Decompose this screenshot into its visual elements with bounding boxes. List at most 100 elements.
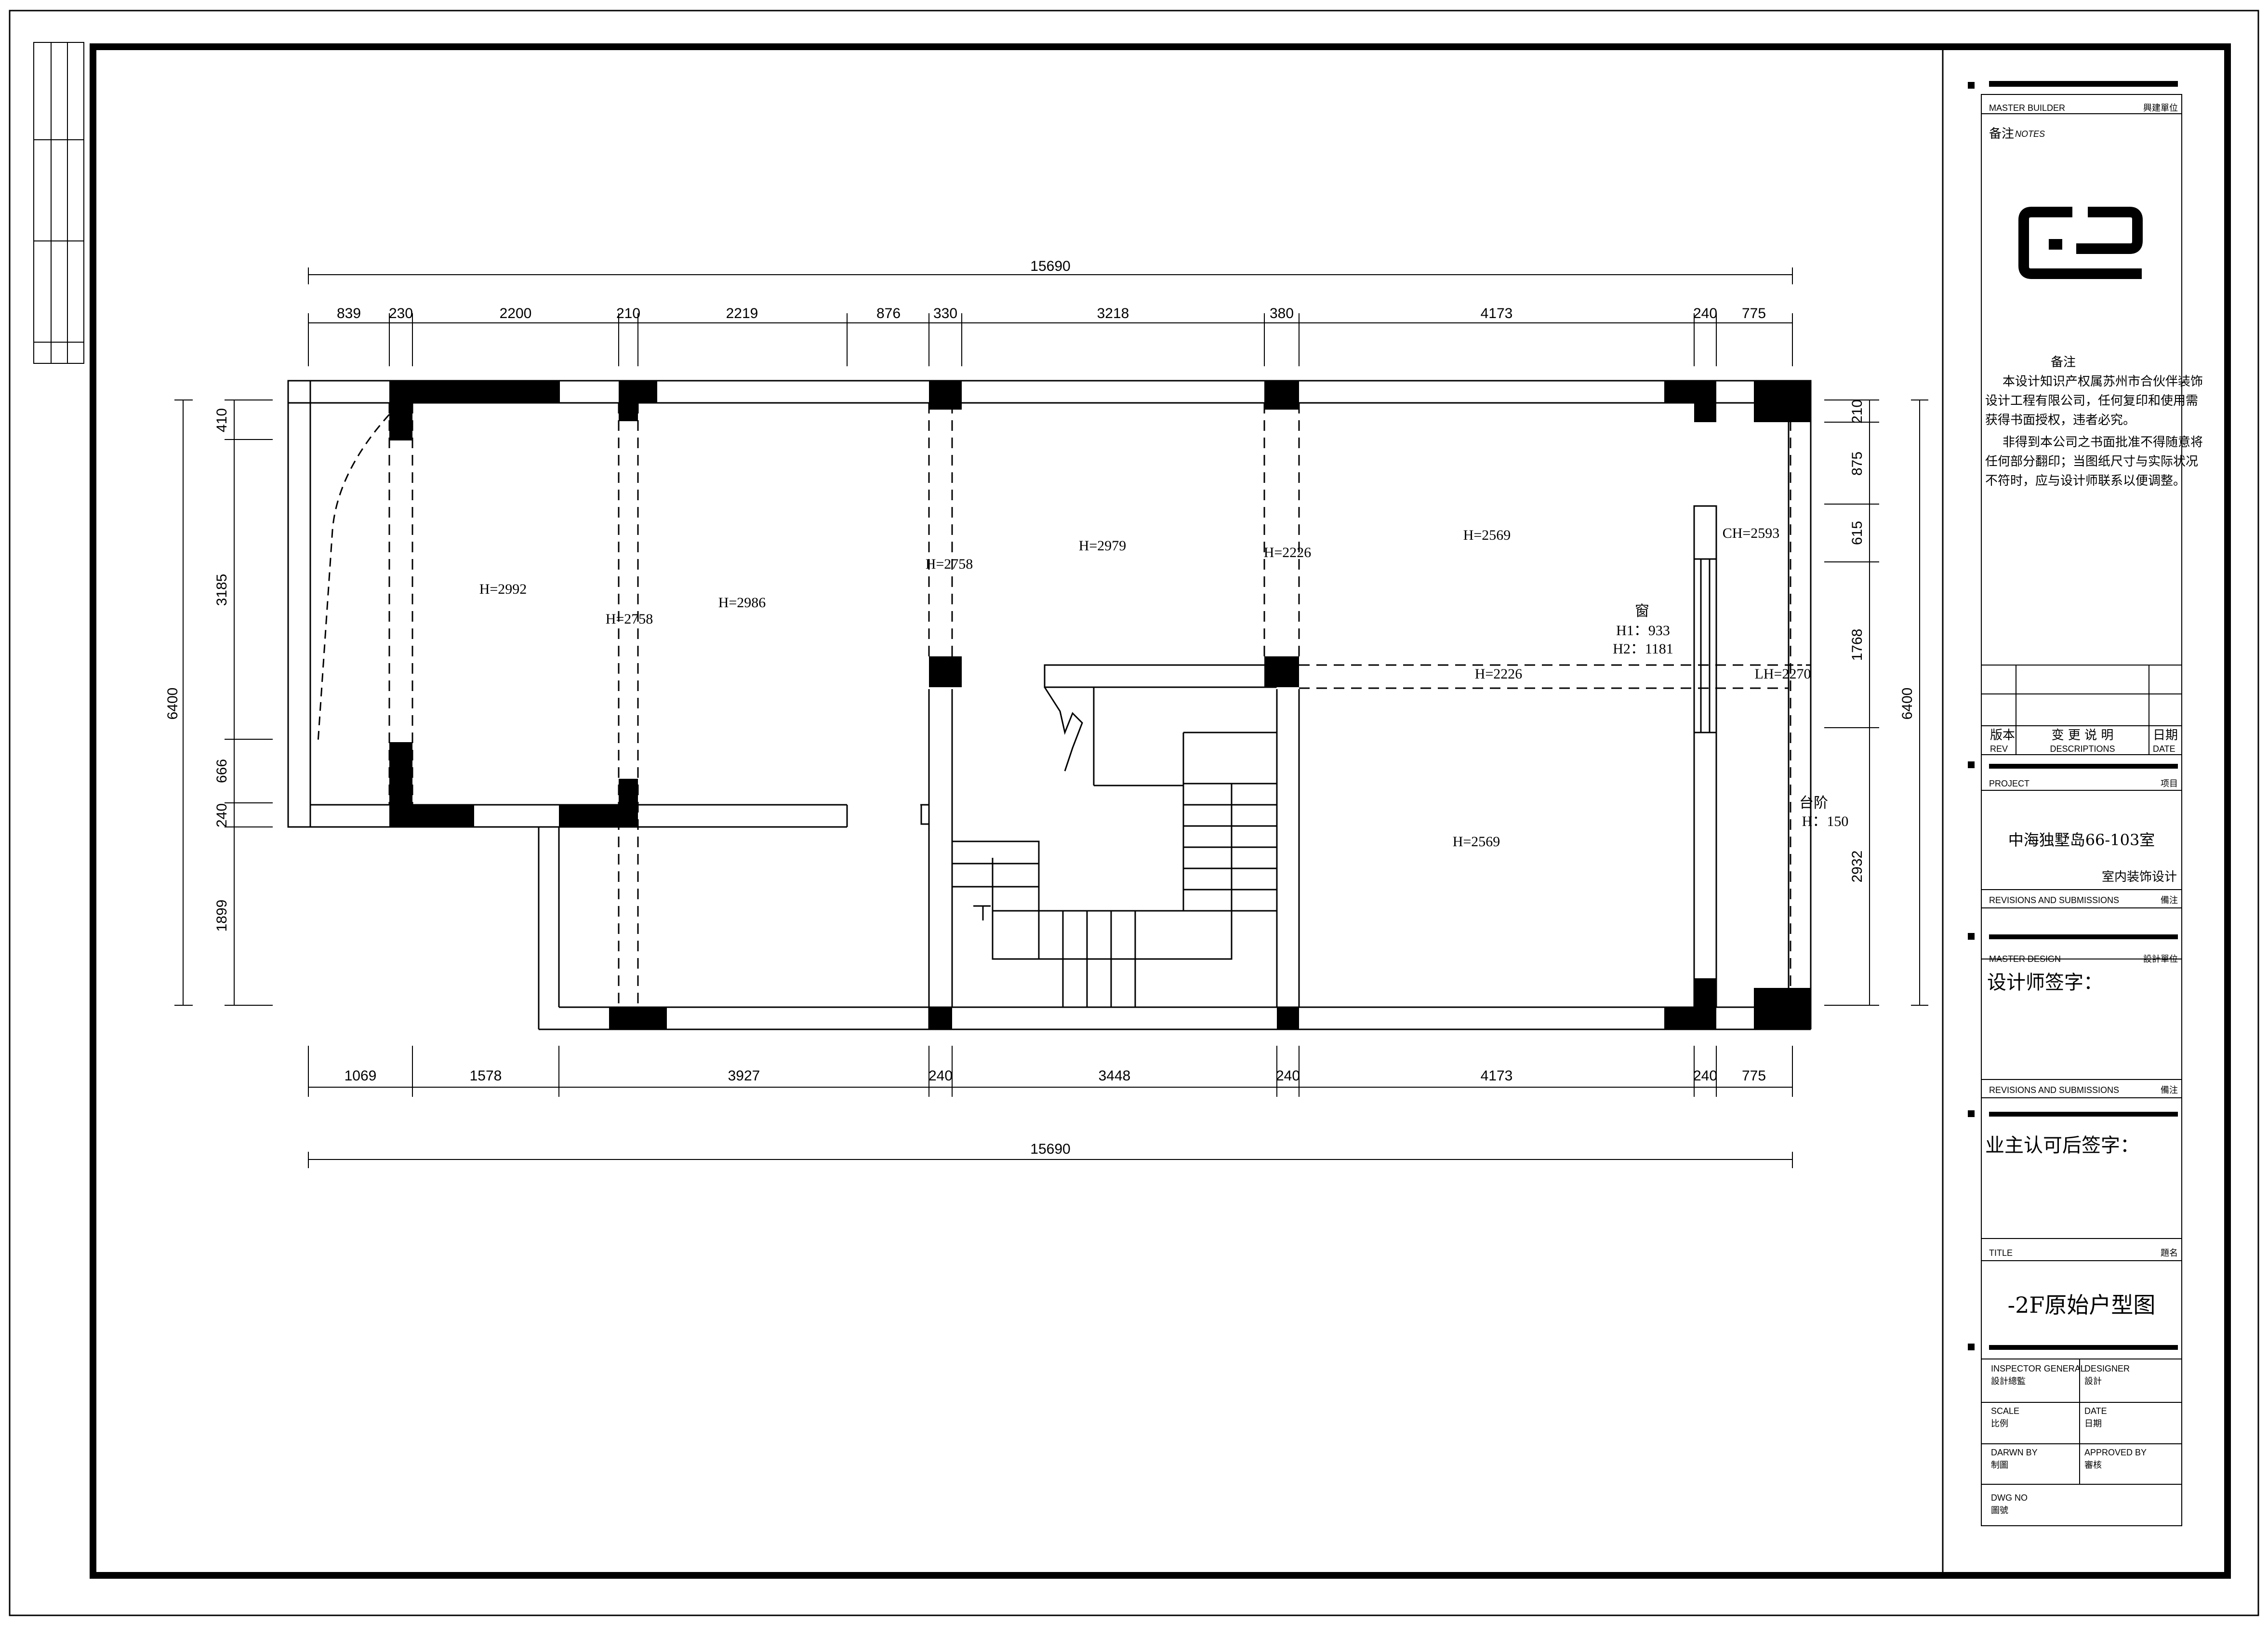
dim-top-0: 839 xyxy=(337,306,361,321)
project-sub: 室内装饰设计 xyxy=(2102,870,2177,884)
dim-right-2: 615 xyxy=(1849,521,1865,545)
dim-bottom-2: 3927 xyxy=(728,1068,760,1084)
drawing-frame xyxy=(90,43,2231,1579)
remark-line-3: 获得书面授权，违者必究。 xyxy=(1985,413,2135,427)
dim-top-11: 775 xyxy=(1742,306,1766,321)
room-height-10: LH=2270 xyxy=(1755,666,1811,682)
notes-cn: 备注 xyxy=(1989,127,2014,141)
dim-bottom-7: 240 xyxy=(1693,1068,1717,1084)
step-label: 台阶 xyxy=(1799,795,1828,811)
dim-bottom-1: 1578 xyxy=(470,1068,502,1084)
dim-top-4: 2219 xyxy=(726,306,758,321)
dim-right-3: 1768 xyxy=(1849,629,1865,661)
dim-right-0: 210 xyxy=(1849,400,1865,424)
date-label: DATE xyxy=(2084,1406,2107,1416)
dwg-cn: 圖號 xyxy=(1991,1505,2008,1515)
dim-bottom-8: 775 xyxy=(1742,1068,1766,1084)
revisions-cn: 備注 xyxy=(2161,895,2178,905)
dim-bottom-3: 240 xyxy=(928,1068,953,1084)
room-height-11: H=2569 xyxy=(1453,834,1500,850)
project-cn: 项目 xyxy=(2161,779,2178,788)
dwg-label: DWG NO xyxy=(1991,1493,2028,1503)
title-block-text: MASTER BUILDER 興建單位 备注 NOTES 备注 本设计知识产权属… xyxy=(1985,103,2203,1515)
dim-left-1: 3185 xyxy=(214,574,230,606)
inspector-cn: 設計總監 xyxy=(1991,1376,2026,1386)
revisions2-label: REVISIONS AND SUBMISSIONS xyxy=(1989,1085,2119,1095)
dim-bottom-6: 4173 xyxy=(1481,1068,1513,1084)
room-height-5: H=2979 xyxy=(1079,538,1127,554)
approved-label: APPROVED BY xyxy=(2084,1448,2147,1457)
designer-cn: 設計 xyxy=(2084,1376,2102,1386)
rev-en: REV xyxy=(1990,744,2008,754)
wall-outlines xyxy=(287,380,1812,1030)
dim-top-5: 876 xyxy=(876,306,901,321)
scale-cn: 比例 xyxy=(1991,1419,2008,1428)
dim-top-3: 210 xyxy=(616,306,640,321)
dim-left-0: 410 xyxy=(214,408,230,432)
room-height-3: H=2986 xyxy=(718,595,766,611)
dim-top-10: 240 xyxy=(1693,306,1717,321)
dim-left-total: 6400 xyxy=(165,688,181,720)
dim-bottom-total: 15690 xyxy=(1030,1141,1070,1157)
title-block-markers xyxy=(1968,82,1975,1350)
designer-label: DESIGNER xyxy=(2084,1364,2130,1373)
remark-title: 备注 xyxy=(2051,355,2076,370)
designer-signature-label: 设计师签字： xyxy=(1987,972,2103,994)
dim-bottom-5: 240 xyxy=(1276,1068,1300,1084)
dim-right-4: 2932 xyxy=(1849,851,1865,883)
dim-bottom-0: 1069 xyxy=(345,1068,377,1084)
rev-cn: 版本 xyxy=(1990,728,2015,743)
remark-line-6: 不符时，应与设计师联系以便调整。 xyxy=(1985,474,2186,488)
date-cn2: 日期 xyxy=(2084,1419,2102,1428)
dim-right-1: 875 xyxy=(1849,452,1865,476)
room-height-6: H=2226 xyxy=(1264,545,1312,560)
scale-label: SCALE xyxy=(1991,1406,2019,1416)
revisions-label: REVISIONS AND SUBMISSIONS xyxy=(1989,895,2119,905)
dimension-lines xyxy=(174,267,1928,1168)
room-height-8: CH=2593 xyxy=(1723,525,1780,541)
room-height-9: H=2226 xyxy=(1475,666,1523,682)
master-design-label: MASTER DESIGN xyxy=(1989,954,2061,964)
room-height-7: H=2569 xyxy=(1463,527,1511,543)
drawn-cn: 制圖 xyxy=(1991,1460,2008,1470)
structural-columns xyxy=(389,381,1811,1029)
dim-left-3: 240 xyxy=(214,803,230,827)
revisions2-cn: 備注 xyxy=(2161,1085,2178,1095)
project-name: 中海独墅岛66-103室 xyxy=(2008,831,2155,849)
remark-line-5: 任何部分翻印；当图纸尺寸与实际状况 xyxy=(1985,454,2198,469)
dim-right-total: 6400 xyxy=(1899,688,1915,720)
remark-line-4: 非得到本公司之书面批准不得随意将 xyxy=(2003,435,2203,450)
room-labels: H=2992 H=2758 H=2986 H=2758 H=2979 H=222… xyxy=(479,525,1849,850)
dim-left-2: 666 xyxy=(214,759,230,783)
approved-cn: 審核 xyxy=(2084,1460,2102,1470)
drawing-title: -2F原始户型图 xyxy=(2008,1292,2156,1318)
dim-left-4: 1899 xyxy=(214,900,230,932)
room-height-4: H=2758 xyxy=(926,556,973,572)
master-builder-label: MASTER BUILDER xyxy=(1989,103,2065,113)
side-stamp xyxy=(33,42,84,364)
remark-line-1: 本设计知识产权属苏州市合伙伴装饰 xyxy=(2003,374,2203,389)
master-builder-cn: 興建單位 xyxy=(2143,103,2178,113)
inspector-label: INSPECTOR GENERAL xyxy=(1991,1364,2085,1373)
step-height: H：150 xyxy=(1802,813,1849,829)
dimension-text: 15690 839 230 2200 210 2219 876 330 3218… xyxy=(165,258,1915,1157)
owner-signature-label: 业主认可后签字： xyxy=(1985,1134,2139,1157)
title-block xyxy=(1981,81,2182,1526)
desc-cn: 变 更 说 明 xyxy=(2052,728,2114,743)
project-label: PROJECT xyxy=(1989,779,2029,788)
outer-border xyxy=(9,10,2259,1616)
window-label: 窗 xyxy=(1635,603,1649,619)
company-logo xyxy=(2018,207,2143,279)
title-label: TITLE xyxy=(1989,1248,2013,1258)
dim-top-1: 230 xyxy=(389,306,413,321)
dim-top-7: 3218 xyxy=(1097,306,1129,321)
dim-bottom-4: 3448 xyxy=(1099,1068,1131,1084)
desc-en: DESCRIPTIONS xyxy=(2050,744,2115,754)
dim-top-2: 2200 xyxy=(500,306,532,321)
dim-top-6: 330 xyxy=(933,306,957,321)
dim-top-9: 4173 xyxy=(1481,306,1513,321)
room-height-2: H=2758 xyxy=(606,611,653,627)
window-h2: H2：1181 xyxy=(1613,641,1673,657)
date-cn: 日期 xyxy=(2153,728,2178,743)
